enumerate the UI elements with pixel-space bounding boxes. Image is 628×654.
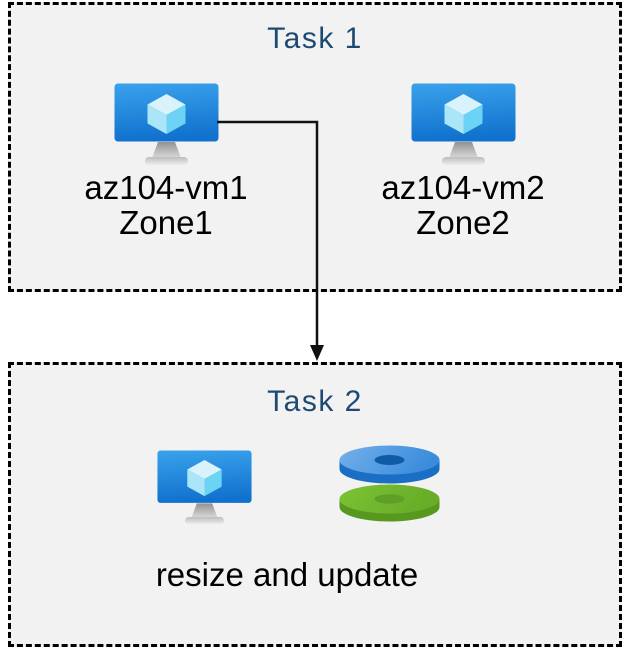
arrowhead-icon	[310, 345, 324, 361]
task2-title: Task 2	[267, 385, 363, 418]
task1-title: Task 1	[267, 22, 363, 55]
virtual-machine-icon	[157, 450, 252, 525]
vm-name-label: az104-vm1	[84, 169, 248, 206]
virtual-machine-icon	[114, 83, 218, 165]
virtual-machine-icon	[411, 83, 515, 165]
vm-zone-label: Zone2	[416, 204, 510, 241]
vm-zone-label: Zone1	[119, 204, 213, 241]
vm-group-az104-vm2: az104-vm2 Zone2	[363, 83, 563, 240]
task2-box: Task 2 resize and update	[8, 362, 622, 647]
task2-caption: resize and update	[155, 556, 419, 593]
vm-group-az104-vm1: az104-vm1 Zone1	[66, 83, 266, 240]
task1-box: Task 1 az104-vm1 Zone1 az104-vm2 Zone2	[8, 2, 622, 292]
managed-disks-icon	[339, 445, 440, 522]
vm-name-label: az104-vm2	[381, 169, 545, 206]
